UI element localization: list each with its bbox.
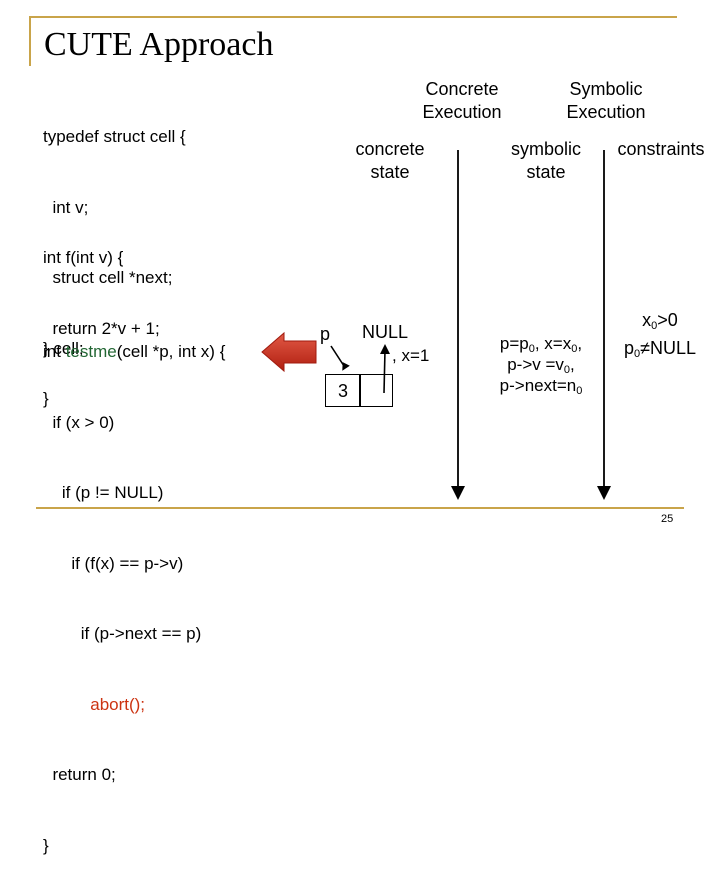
- symbolic-state-header: symbolic state: [510, 139, 581, 182]
- constraint-p-not-null: p0≠NULL: [623, 338, 697, 360]
- slide-title: CUTE Approach: [44, 26, 274, 63]
- code-line: if (p->next == p): [43, 624, 202, 643]
- diagram-overlay: [261, 150, 611, 500]
- symbolic-timeline-arrowhead: [597, 486, 611, 500]
- constraints-values: x0>0 p0≠NULL: [610, 306, 710, 362]
- title-accent-rule-vertical: [29, 16, 31, 66]
- pointer-p-arrowhead: [342, 362, 350, 371]
- code-line: if (x > 0): [43, 412, 115, 432]
- code-line: if (p != NULL): [43, 483, 164, 502]
- code-line: }: [43, 835, 49, 855]
- code-line: int testme(cell *p, int x) {: [43, 342, 226, 361]
- code-line: abort();: [43, 693, 225, 717]
- title-accent-rule-horizontal: [29, 16, 677, 18]
- symbolic-v-line: p->v =v0,: [507, 355, 575, 376]
- function-f-code: int f(int v) { return 2*v + 1; }: [43, 199, 160, 434]
- code-line: }: [43, 389, 49, 408]
- code-line: int f(int v) {: [43, 248, 124, 267]
- concrete-timeline-arrowhead: [451, 486, 465, 500]
- code-line: } cell;: [43, 338, 84, 358]
- symbolic-execution-header: Symbolic Execution: [566, 79, 646, 122]
- constraint-x-positive: x0>0: [642, 310, 678, 332]
- next-null-arrow: [383, 349, 386, 394]
- pointer-p-arrow: [330, 345, 345, 367]
- memory-cell-divider: [359, 375, 361, 406]
- code-line: return 2*v + 1;: [43, 318, 160, 338]
- code-line: return 0;: [43, 765, 116, 784]
- abort-call: abort();: [90, 694, 146, 714]
- symbolic-p-x-line: p=p0, x=x0,: [499, 334, 583, 355]
- constraints-header: constraints: [617, 139, 705, 159]
- pointer-p-label: p: [320, 324, 331, 344]
- concrete-execution-header: Concrete Execution: [422, 79, 502, 122]
- testme-function-name: testme: [65, 342, 117, 361]
- symbolic-state-values: p=p0, x=x0, p->v =v0, p->next=n0: [476, 333, 606, 397]
- next-null-arrowhead: [380, 344, 390, 354]
- code-line: typedef struct cell {: [43, 127, 186, 146]
- concrete-x-value: , x=1: [392, 346, 430, 365]
- code-line: struct cell *next;: [43, 268, 173, 287]
- memory-cell-box: [325, 374, 393, 407]
- code-line: int v;: [43, 197, 89, 217]
- concrete-state-header: concrete state: [355, 139, 425, 182]
- cell-value-field: 3: [337, 380, 348, 401]
- page-number: 25: [661, 513, 674, 525]
- code-line: if (f(x) == p->v): [43, 553, 184, 573]
- footer-accent-rule: [36, 507, 684, 509]
- symbolic-next-line: p->next=n0: [499, 376, 583, 397]
- null-label: NULL: [362, 322, 409, 342]
- current-line-arrow: [261, 331, 317, 373]
- struct-definition-code: typedef struct cell { int v; struct cell…: [43, 78, 186, 384]
